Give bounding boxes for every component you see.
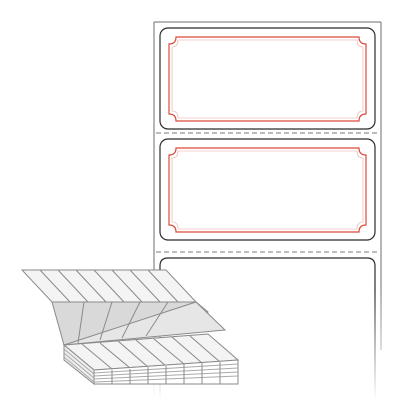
label-red-border-2 (168, 147, 367, 233)
label-panel-2 (159, 138, 376, 241)
fanfold-stack-edges (63, 343, 239, 386)
label-panel-3 (159, 257, 376, 400)
fanfold-top-sheet (20, 269, 198, 303)
label-red-border-1 (168, 36, 367, 122)
fanfold-stack (20, 269, 240, 386)
label-panel-1 (159, 27, 376, 130)
fanfold-middle-sheet (51, 301, 227, 346)
